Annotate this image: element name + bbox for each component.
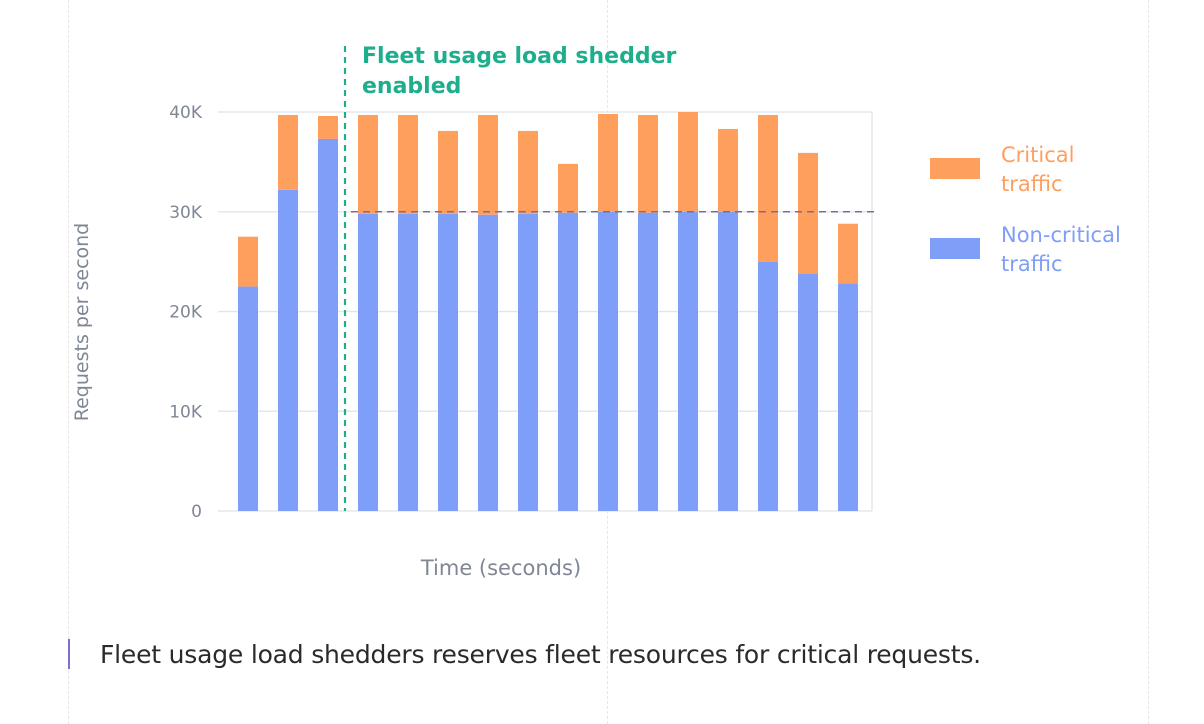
bar-noncritical-14 <box>798 273 818 511</box>
y-tick-label-2: 20K <box>169 303 203 323</box>
legend-label-critical-line-2: traffic <box>1001 172 1063 196</box>
y-axis-label: Requests per second <box>71 223 93 421</box>
y-tick-label-0: 0 <box>191 502 202 522</box>
legend-label-noncritical-line-1: Non-critical <box>1001 223 1121 247</box>
bar-noncritical-0 <box>238 286 258 511</box>
layout-guide-right <box>1148 0 1149 724</box>
bar-critical-11 <box>678 112 698 212</box>
y-tick-label-1: 10K <box>169 402 203 422</box>
bar-critical-4 <box>398 114 418 214</box>
annotation-text-line-2: enabled <box>362 74 461 99</box>
legend-swatch-critical <box>930 158 980 179</box>
stacked-bar-chart: 0 10K 20K 30K 40K Fleet usage load shedder e… <box>71 44 1121 580</box>
caption-accent-bar <box>68 639 70 669</box>
bar-critical-10 <box>638 114 658 213</box>
bar-critical-8 <box>558 163 578 213</box>
bar-noncritical-8 <box>558 212 578 511</box>
bar-critical-12 <box>718 128 738 212</box>
bar-critical-13 <box>758 114 778 262</box>
y-tick-label-3: 30K <box>169 203 203 223</box>
legend-label-noncritical-line-2: traffic <box>1001 252 1063 276</box>
y-axis-ticks: 0 10K 20K 30K 40K <box>169 103 203 522</box>
legend-swatch-noncritical <box>930 238 980 259</box>
bar-noncritical-5 <box>438 213 458 511</box>
y-tick-label-4: 40K <box>169 103 203 123</box>
bar-critical-0 <box>238 236 258 287</box>
caption-text: Fleet usage load shedders reserves fleet… <box>100 639 981 669</box>
bar-noncritical-10 <box>638 212 658 511</box>
x-axis-label: Time (seconds) <box>420 556 581 580</box>
bar-noncritical-6 <box>478 214 498 511</box>
bar-critical-5 <box>438 130 458 214</box>
bar-critical-1 <box>278 114 298 190</box>
bar-noncritical-11 <box>678 211 698 511</box>
bar-critical-15 <box>838 223 858 284</box>
bar-noncritical-2 <box>318 138 338 511</box>
bar-noncritical-15 <box>838 283 858 511</box>
bar-noncritical-4 <box>398 213 418 511</box>
bar-critical-7 <box>518 130 538 214</box>
bar-noncritical-1 <box>278 189 298 511</box>
bar-critical-6 <box>478 114 498 215</box>
annotation-text-line-1: Fleet usage load shedder <box>362 44 677 69</box>
bar-noncritical-9 <box>598 211 618 511</box>
bar-critical-3 <box>358 114 378 214</box>
figure-caption: Fleet usage load shedders reserves fleet… <box>68 636 981 672</box>
bar-critical-9 <box>598 113 618 212</box>
layout-guide-left <box>68 0 69 724</box>
bar-noncritical-13 <box>758 261 778 511</box>
bar-noncritical-7 <box>518 213 538 511</box>
bar-critical-14 <box>798 152 818 274</box>
bar-noncritical-12 <box>718 211 738 511</box>
bar-critical-2 <box>318 115 338 139</box>
legend-label-critical-line-1: Critical <box>1001 143 1074 167</box>
bars <box>238 112 858 511</box>
bar-noncritical-3 <box>358 213 378 511</box>
